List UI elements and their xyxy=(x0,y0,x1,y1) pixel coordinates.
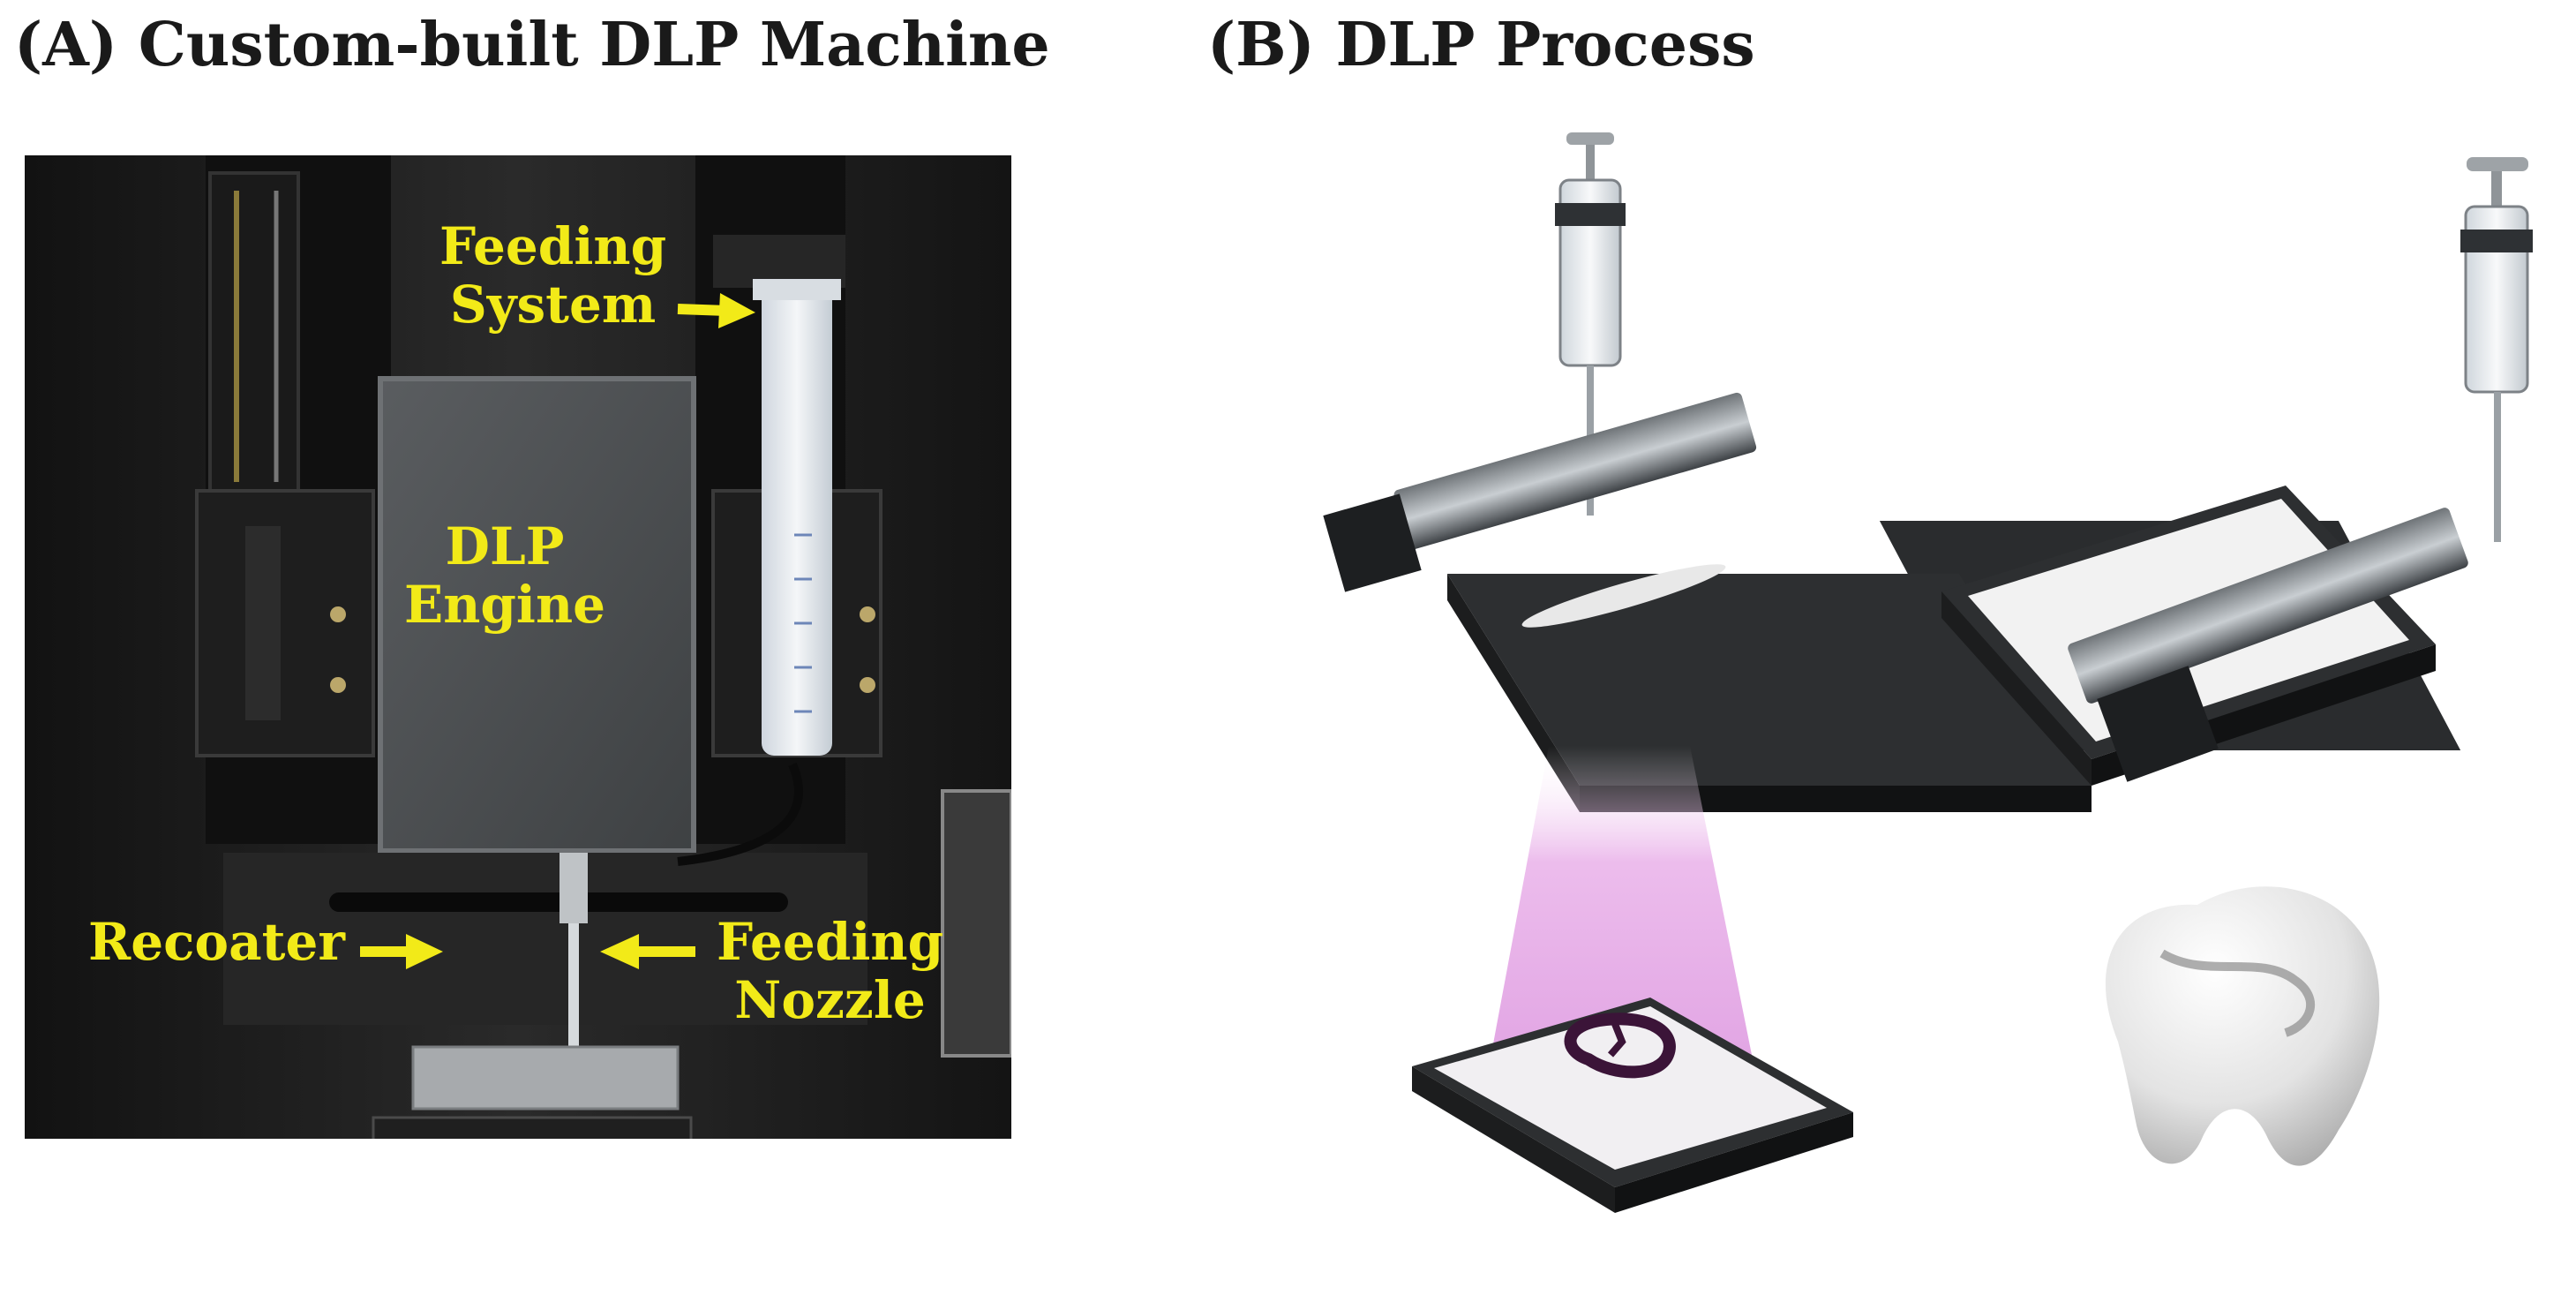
recoater-arrow xyxy=(360,934,443,969)
dlp-process-illustration xyxy=(1147,106,2576,1310)
feeding-system-label-line2: System xyxy=(449,275,657,335)
dlp-engine-label: DLP Engine xyxy=(404,517,605,634)
feeding-nozzle-arrow xyxy=(600,934,695,969)
panel-a-title: (A) Custom-built DLP Machine xyxy=(14,10,1050,80)
dlp-engine-label-line1: DLP xyxy=(445,516,565,576)
process-step-printed-tooth xyxy=(2105,886,2380,1166)
dlp-engine-label-line2: Engine xyxy=(404,575,606,635)
feeding-system-arrow xyxy=(677,293,755,328)
process-step-uv-curing xyxy=(1412,746,1853,1213)
process-step-recoating xyxy=(1941,157,2533,786)
dlp-machine-photo: Feeding System DLP Engine Recoater Feedi… xyxy=(25,155,1011,1139)
feeding-nozzle-label: Feeding Nozzle xyxy=(717,913,943,1029)
panel-b-title: (B) DLP Process xyxy=(1207,10,1755,80)
feeding-system-label: Feeding System xyxy=(439,217,666,334)
feeding-nozzle-label-line1: Feeding xyxy=(717,912,944,972)
recoater-label: Recoater xyxy=(88,912,345,972)
feeding-system-label-line1: Feeding xyxy=(439,216,667,276)
feeding-nozzle-label-line2: Nozzle xyxy=(734,970,926,1030)
